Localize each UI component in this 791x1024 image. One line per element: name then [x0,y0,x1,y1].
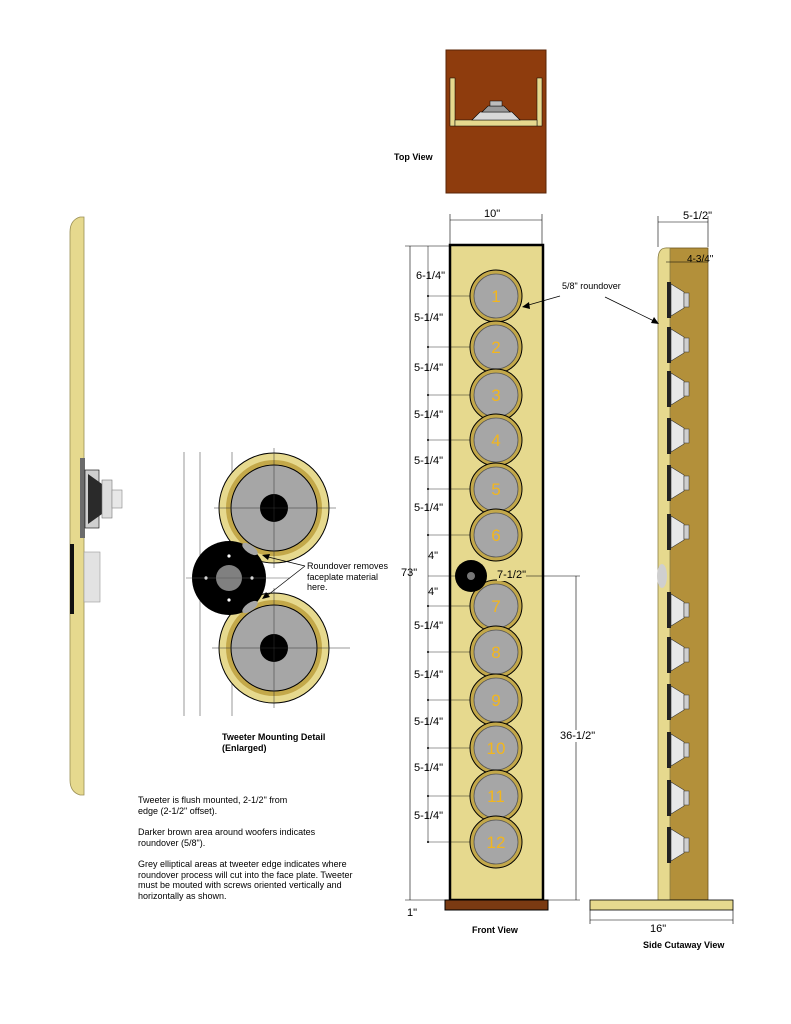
woofer-number: 9 [491,691,500,710]
base-height-dim: 1" [407,907,418,919]
woofer-6: 6 [469,508,523,562]
woofer-number: 4 [491,431,500,450]
top-view [445,49,547,194]
woofer-number: 10 [487,739,506,758]
note-grey-areas: Grey elliptical areas at tweeter edge in… [138,859,353,901]
side-depth-dim: 5-1/2" [683,210,712,222]
woofer-spacing-dim: 5-1/4" [414,502,443,514]
woofer-2: 2 [469,320,523,374]
side-driver-12 [667,827,690,863]
side-driver-5 [667,465,690,501]
side-driver-8 [667,637,690,673]
side-inner-dim: 4-3/4" [687,254,714,265]
side-driver-9 [667,684,690,720]
woofer-spacing-dim: 5-1/4" [414,455,443,467]
tweeter-height-dim: 36-1/2" [560,730,596,742]
woofer-number: 5 [491,480,500,499]
woofer-4: 4 [469,413,523,467]
side-driver-11 [667,780,690,816]
woofer-11: 11 [469,769,523,823]
woofer-spacing-dim: 5-1/4" [414,312,443,324]
woofer-12: 12 [469,815,523,869]
woofer-number: 6 [491,526,500,545]
top-view-label: Top View [394,152,433,162]
woofer-5: 5 [469,462,523,516]
woofer-number: 11 [487,787,505,806]
side-view-label: Side Cutaway View [643,940,725,950]
woofer-spacing-dim: 5-1/4" [414,716,443,728]
roundover-callout: 5/8" roundover [562,281,621,291]
side-driver-3 [667,371,690,407]
side-driver-4 [667,418,690,454]
side-profile [69,216,123,796]
front-view-label: Front View [472,925,518,935]
woofer-10: 10 [469,721,523,775]
side-driver-10 [667,732,690,768]
side-driver-6 [667,514,690,550]
tweeter-gap-bottom: 4" [428,586,439,598]
woofer-number: 7 [491,597,500,616]
woofer-3: 3 [469,368,523,422]
woofer-number: 3 [491,386,500,405]
total-height-dim: 73" [401,567,418,579]
tweeter-gap-top: 4" [428,550,439,562]
woofer-spacing-dim: 5-1/4" [414,362,443,374]
note-flush-mount: Tweeter is flush mounted, 2-1/2" from ed… [138,795,288,816]
detail-label-line2: (Enlarged) [222,743,267,753]
side-driver-2 [667,327,690,363]
side-driver-7 [667,592,690,628]
woofer-number: 12 [487,833,506,852]
woofer-spacing-dim: 5-1/4" [414,409,443,421]
woofer-number: 1 [491,287,500,306]
woofer-spacing-dim: 5-1/4" [414,669,443,681]
woofer-8: 8 [469,625,523,679]
detail-label-line1: Tweeter Mounting Detail [222,732,326,742]
note-roundover: Darker brown area around woofers indicat… [138,827,316,848]
side-driver-1 [667,282,690,318]
roundover-removes-callout: Roundover removes faceplate material her… [307,561,389,592]
woofer-1: 1 [469,269,523,323]
front-width-dim: 10" [484,208,501,220]
woofer-spacing-dim: 5-1/4" [414,762,443,774]
tweeter-detail [183,448,350,716]
woofer-spacing-dim: 5-1/4" [414,810,443,822]
tweeter-offset-dim: 7-1/2" [497,569,526,581]
woofer-number: 2 [491,338,500,357]
base-depth-dim: 16" [650,923,667,935]
woofer-9: 9 [469,673,523,727]
woofer-spacing-dim: 5-1/4" [414,620,443,632]
top-offset-dim: 6-1/4" [416,270,445,282]
woofer-number: 8 [491,643,500,662]
side-cutaway-view [589,216,734,924]
